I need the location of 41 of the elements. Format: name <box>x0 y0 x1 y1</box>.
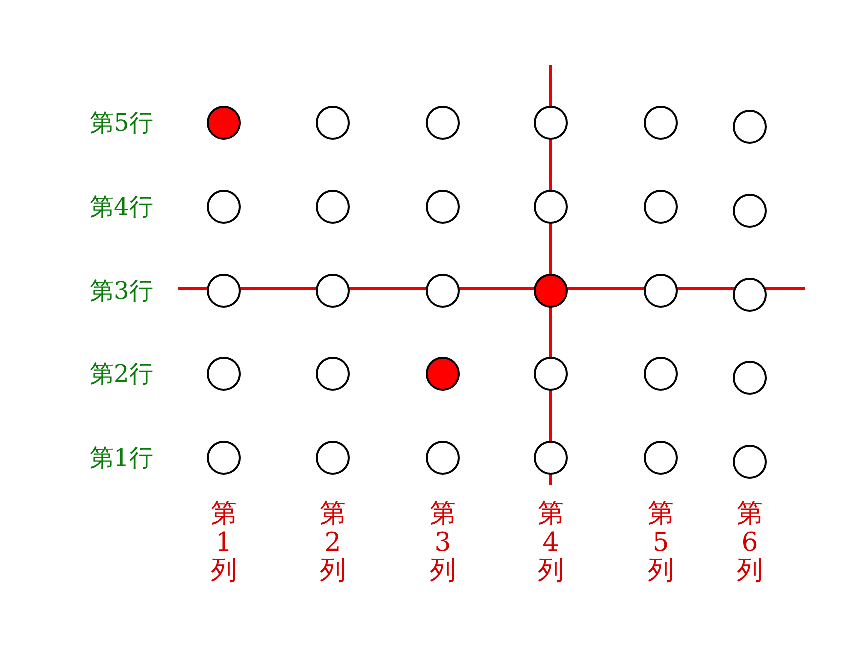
circle-marker <box>733 361 767 395</box>
circle-marker <box>316 190 350 224</box>
circle-marker <box>426 441 460 475</box>
circle-marker <box>207 190 241 224</box>
column-label: 第4列 <box>538 500 564 586</box>
circle-marker <box>733 194 767 228</box>
row-label: 第1行 <box>90 443 154 473</box>
circle-marker <box>644 106 678 140</box>
column-label: 第5列 <box>648 500 674 586</box>
circle-marker <box>207 441 241 475</box>
circle-marker <box>316 357 350 391</box>
circle-marker <box>207 274 241 308</box>
circle-marker <box>644 190 678 224</box>
filled-circle <box>207 106 241 140</box>
row-label: 第3行 <box>90 276 154 306</box>
circle-marker <box>733 445 767 479</box>
circle-marker <box>534 190 568 224</box>
filled-circle <box>426 357 460 391</box>
circle-marker <box>534 441 568 475</box>
circle-marker <box>733 110 767 144</box>
column-label: 第3列 <box>430 500 456 586</box>
circle-marker <box>426 106 460 140</box>
row-label: 第5行 <box>90 108 154 138</box>
circle-marker <box>426 190 460 224</box>
row-label: 第2行 <box>90 359 154 389</box>
row-label: 第4行 <box>90 192 154 222</box>
circle-marker <box>534 106 568 140</box>
circle-marker <box>644 441 678 475</box>
circle-marker <box>733 278 767 312</box>
circle-marker <box>207 357 241 391</box>
circle-marker <box>316 274 350 308</box>
column-label: 第6列 <box>737 500 763 586</box>
circle-marker <box>426 274 460 308</box>
column-label: 第2列 <box>320 500 346 586</box>
circle-marker <box>316 106 350 140</box>
circle-marker <box>644 274 678 308</box>
circle-marker <box>534 357 568 391</box>
column-label: 第1列 <box>211 500 237 586</box>
circle-marker <box>316 441 350 475</box>
filled-circle <box>534 274 568 308</box>
circle-marker <box>644 357 678 391</box>
